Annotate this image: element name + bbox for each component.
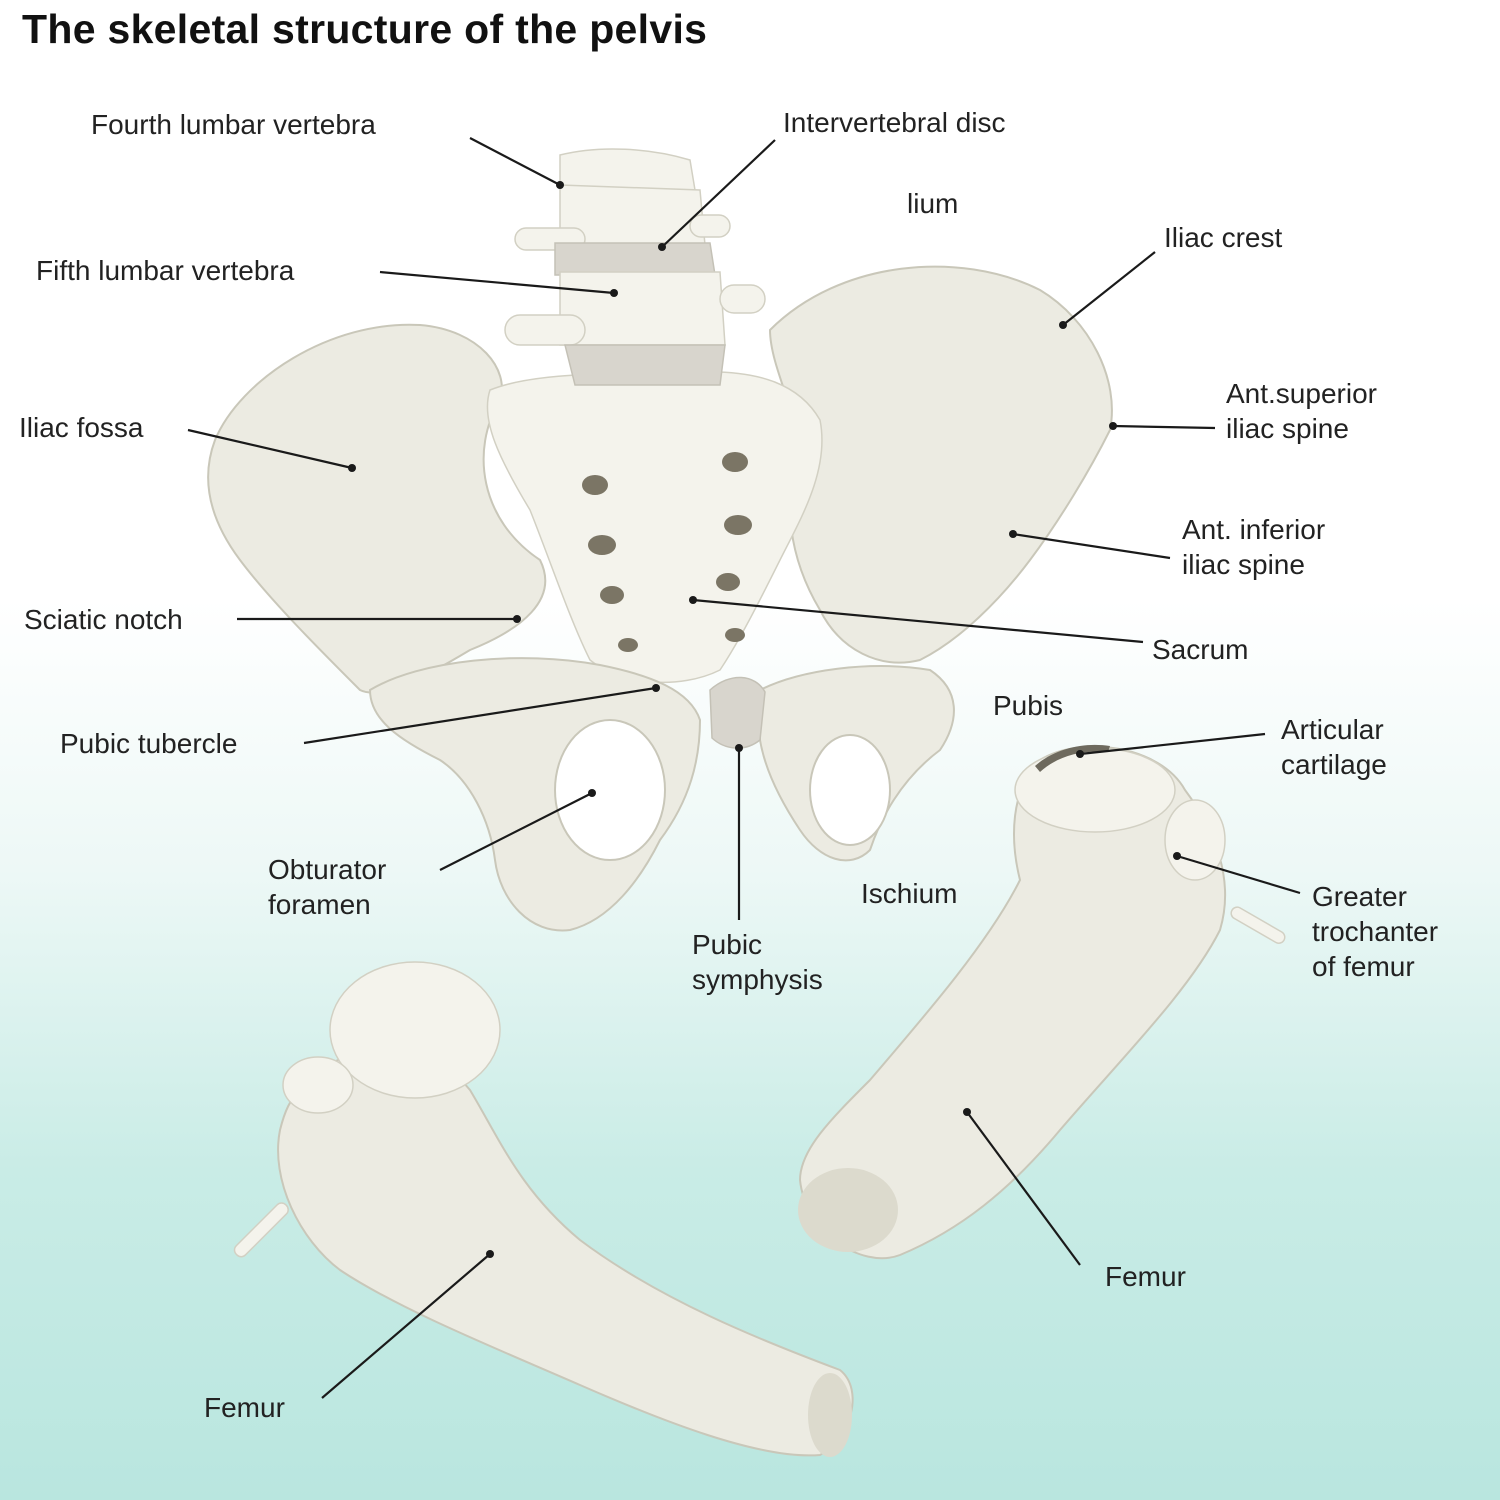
- label-sacrum: Sacrum: [1152, 634, 1249, 665]
- label-intervertebral-disc: Intervertebral disc: [783, 107, 1006, 138]
- label-ant-superior-iliac-spine: Ant.superior iliac spine: [1226, 378, 1377, 444]
- label-sciatic-notch: Sciatic notch: [24, 604, 183, 635]
- label-articular-cartilage: Articular cartilage: [1281, 714, 1387, 780]
- label-pubis: Pubis: [993, 690, 1064, 721]
- label-femur-right: Femur: [1105, 1261, 1186, 1292]
- label-pubic-tubercle: Pubic tubercle: [60, 728, 238, 759]
- leader-lines: [187, 137, 1301, 1399]
- label-ant-inferior-iliac-spine: Ant. inferior iliac spine: [1182, 514, 1326, 580]
- label-fifth-lumbar-vertebra: Fifth lumbar vertebra: [36, 255, 295, 286]
- right-femur-bone: [798, 744, 1286, 1260]
- left-femur-bone: [233, 961, 854, 1457]
- label-iliac-fossa: Iliac fossa: [19, 412, 144, 443]
- pelvis-bone: [207, 265, 1113, 932]
- label-femur-left: Femur: [204, 1392, 285, 1423]
- label-iliac-crest: Iliac crest: [1164, 222, 1283, 253]
- label-fourth-lumbar-vertebra: Fourth lumbar vertebra: [91, 109, 376, 140]
- label-ilium: lium: [907, 188, 959, 219]
- label-ischium: Ischium: [861, 878, 958, 909]
- lumbar-vertebrae: [504, 148, 766, 386]
- page-title: The skeletal structure of the pelvis: [22, 6, 708, 52]
- label-greater-trochanter-of-femur: Greater trochanter of femur: [1312, 881, 1439, 982]
- label-pubic-symphysis: Pubic symphysis: [692, 929, 823, 995]
- label-obturator-foramen: Obturator foramen: [268, 854, 387, 920]
